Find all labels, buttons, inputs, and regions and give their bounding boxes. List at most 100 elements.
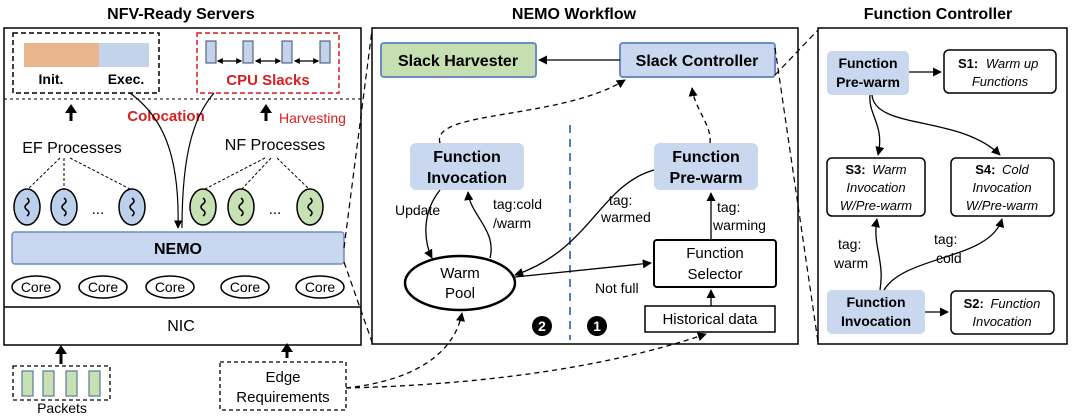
init-bar xyxy=(24,43,99,67)
tag-cold-ctrl-label-2: cold xyxy=(936,250,962,266)
thread-squiggle-icon xyxy=(307,197,313,217)
cpu-slack-cell xyxy=(281,40,293,64)
ef-ellipsis: ... xyxy=(92,201,105,218)
invocation-to-controller-dashed xyxy=(439,79,626,144)
ctrl-invocation-box xyxy=(827,290,925,334)
edge-requirements-box xyxy=(219,361,347,411)
func-invocation-label-2: Invocation xyxy=(427,170,507,187)
slack-harvester-label: Slack Harvester xyxy=(398,53,518,70)
exec-label: Exec. xyxy=(108,71,145,87)
step-1-number: 1 xyxy=(593,318,601,334)
tag-warming-label-1: tag: xyxy=(717,199,740,215)
colocation-curve-left xyxy=(129,92,183,229)
edge-to-history-dashed xyxy=(345,332,707,389)
invocation-to-s4-arrow xyxy=(883,218,1005,291)
cpu-slack-cell xyxy=(319,40,331,64)
step-1-badge xyxy=(587,316,607,336)
func-selector-label-2: Selector xyxy=(687,266,742,283)
core-label: Core xyxy=(230,279,261,295)
core-label: Core xyxy=(88,279,119,295)
tag-warm-label-2: warm xyxy=(833,255,868,271)
update-label: Update xyxy=(395,202,440,218)
prewarm-to-controller-dashed xyxy=(688,87,711,144)
colocation-curve-right xyxy=(181,92,215,229)
invocation-to-s3-arrow xyxy=(870,218,882,291)
nf-ellipsis: ... xyxy=(269,201,282,218)
func-selector-label-1: Function xyxy=(686,245,744,262)
thread-squiggle-icon xyxy=(238,197,244,217)
s2-line-2: Invocation xyxy=(972,314,1031,329)
nemo-workflow-panel: Slack Harvester Slack Controller Functio… xyxy=(371,27,799,345)
exec-bar xyxy=(99,43,149,67)
s3-line-1: S3: Warm xyxy=(845,162,906,177)
func-invocation-label-1: Function xyxy=(433,149,501,166)
workflow-frame xyxy=(371,27,799,345)
packet-cell xyxy=(88,370,101,397)
nf-process-oval xyxy=(227,188,255,226)
s1-box xyxy=(943,49,1057,94)
nf-process-oval xyxy=(296,188,324,226)
packets-label: Packets xyxy=(37,400,87,416)
s2-line-1: S2: Function xyxy=(964,296,1041,311)
panel-title-workflow: NEMO Workflow xyxy=(512,6,637,23)
servers-frame xyxy=(3,27,362,346)
s4-text-1: Cold xyxy=(1002,162,1030,177)
up-arrow-harvesting xyxy=(260,104,272,121)
packets-up-arrow xyxy=(55,345,67,364)
thread-squiggle-icon xyxy=(200,197,206,217)
nfv-servers-panel: Init. Exec. CPU Slacks Colocation Harves… xyxy=(3,27,362,346)
update-arrow xyxy=(424,189,441,259)
ef-process-oval xyxy=(50,188,78,226)
colocation-label: Colocation xyxy=(127,108,205,125)
zoom-line-bottom-left xyxy=(343,261,373,343)
edge-label-line2: Requirements xyxy=(236,389,329,406)
packets-group: Packets xyxy=(12,345,111,416)
historical-data-label: Historical data xyxy=(662,311,758,328)
cpu-slack-cells xyxy=(205,40,331,64)
s4-line-3: W/Pre-warm xyxy=(966,198,1038,213)
s2-box xyxy=(950,290,1055,335)
core-oval xyxy=(220,275,270,299)
pool-to-selector-arrow xyxy=(514,259,652,278)
cpu-slacks-label: CPU Slacks xyxy=(226,72,309,89)
tag-cold-arrow xyxy=(464,191,492,259)
core-label: Core xyxy=(305,279,336,295)
func-selector-box xyxy=(653,239,777,288)
s4-line-2: Invocation xyxy=(972,180,1031,195)
nemo-label: NEMO xyxy=(154,241,202,258)
step-2-badge xyxy=(532,316,552,336)
s3-prefix: S3: xyxy=(845,162,865,177)
ef-process-group: ... xyxy=(13,157,146,226)
zoom-line-top-right xyxy=(774,29,819,76)
s3-line-2: Invocation xyxy=(846,180,905,195)
tag-warming-label-2: warming xyxy=(712,217,766,233)
edge-label-line1: Edge xyxy=(265,369,300,386)
zoom-line-bottom-right xyxy=(774,47,819,343)
function-controller-panel: Function Pre-warm S1: Warm up Functions … xyxy=(817,27,1068,345)
edge-up-arrow xyxy=(281,343,293,358)
core-label: Core xyxy=(155,279,186,295)
cpu-slack-cell xyxy=(242,40,254,64)
func-prewarm-label-2: Pre-warm xyxy=(670,170,743,187)
controller-frame xyxy=(817,27,1068,345)
prewarm-to-s4-arrow xyxy=(871,94,1001,156)
cpu-slacks-box xyxy=(196,32,340,94)
tag-cold-label-1: tag:cold xyxy=(493,196,542,212)
s2-prefix: S2: xyxy=(964,296,984,311)
ctrl-invocation-label-1: Function xyxy=(846,294,905,310)
step-2-number: 2 xyxy=(538,318,546,334)
thread-squiggle-icon xyxy=(61,197,67,217)
nf-processes-label: NF Processes xyxy=(225,137,325,154)
panel-title-controller: Function Controller xyxy=(864,6,1012,23)
s1-text-1: Warm up xyxy=(986,56,1039,71)
s1-prefix: S1: xyxy=(958,56,978,71)
core-oval xyxy=(295,275,345,299)
panel-title-servers: NFV-Ready Servers xyxy=(107,6,255,23)
thread-squiggle-icon xyxy=(24,197,30,217)
nic-label: NIC xyxy=(167,318,195,335)
historical-data-box xyxy=(644,305,776,333)
tag-warmed-arrow xyxy=(514,169,655,277)
tag-warmed-label-2: warmed xyxy=(600,209,651,225)
s2-text-1: Function xyxy=(990,296,1040,311)
